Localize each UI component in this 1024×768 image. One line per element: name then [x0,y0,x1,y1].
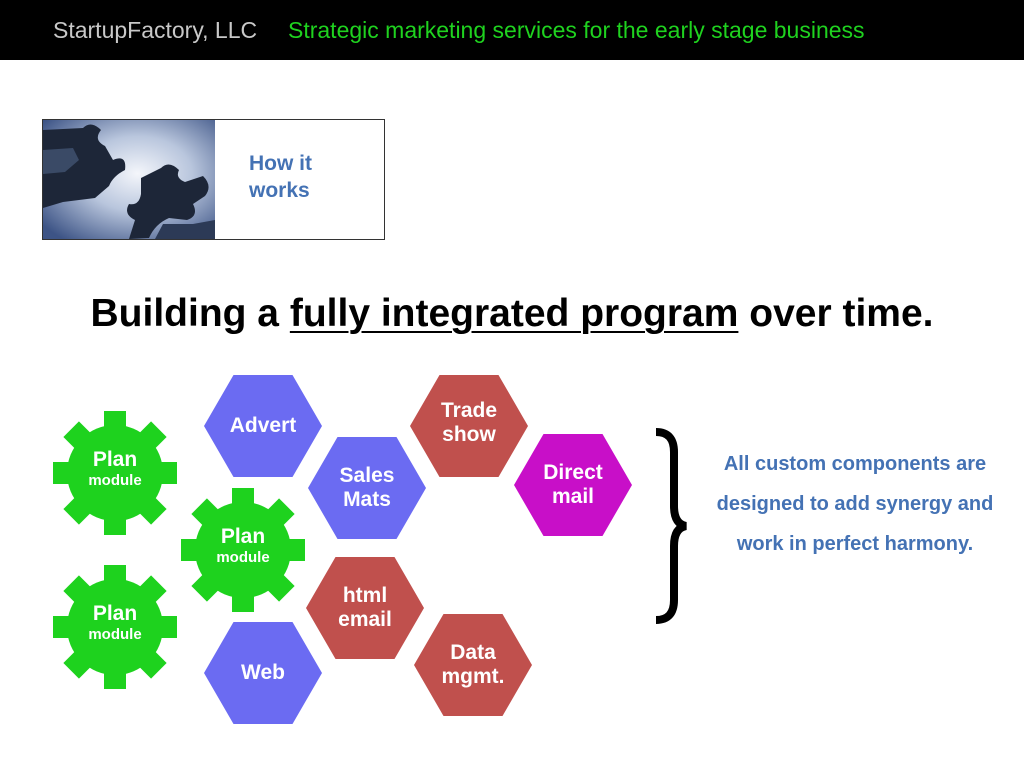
page-headline: Building a fully integrated program over… [0,292,1024,336]
gear-subtitle: module [216,549,270,566]
right-brace-icon [655,428,688,624]
gear-title: Plan [92,448,138,471]
gear-icon [181,488,305,612]
gear-subtitle: module [88,472,142,489]
hex-label: Advert [229,414,297,437]
headline-underlined: fully integrated program [289,292,739,335]
hex-html-email: html email [306,557,424,659]
headline-end: over time. [749,292,934,335]
hex-label: Web [241,661,285,684]
how-it-works-box: How it works [42,119,385,240]
plan-module-gear: Plan module [180,487,306,613]
hex-label: Direct mail [543,461,603,508]
hex-data-mgmt: Data mgmt. [414,614,532,716]
hex-label: Trade show [440,399,498,446]
gear-icon [53,565,177,689]
company-name: StartupFactory, LLC [53,17,258,43]
gear-title: Plan [220,525,266,548]
hex-direct-mail: Direct mail [514,434,632,536]
gear-subtitle: module [88,626,142,643]
title-bar: StartupFactory, LLC Strategic marketing … [0,0,1024,60]
gear-icon [53,411,177,535]
side-note: All custom components are designed to ad… [716,453,994,555]
hex-advert: Advert [204,375,322,477]
hex-web: Web [204,622,322,724]
hex-trade-show: Trade show [410,375,528,477]
how-it-works-title: How it works [249,152,312,202]
hex-sales-mats: Sales Mats [308,437,426,539]
company-tagline: Strategic marketing services for the ear… [288,17,865,43]
headline-start: Building a [90,292,280,335]
hex-label: Data mgmt. [441,641,505,688]
puzzle-pieces-image [43,120,215,239]
plan-module-gear: Plan module [52,410,178,536]
hex-label: Sales Mats [339,464,395,511]
plan-module-gear: Plan module [52,564,178,690]
gear-title: Plan [92,602,138,625]
hex-label: html email [338,584,392,631]
